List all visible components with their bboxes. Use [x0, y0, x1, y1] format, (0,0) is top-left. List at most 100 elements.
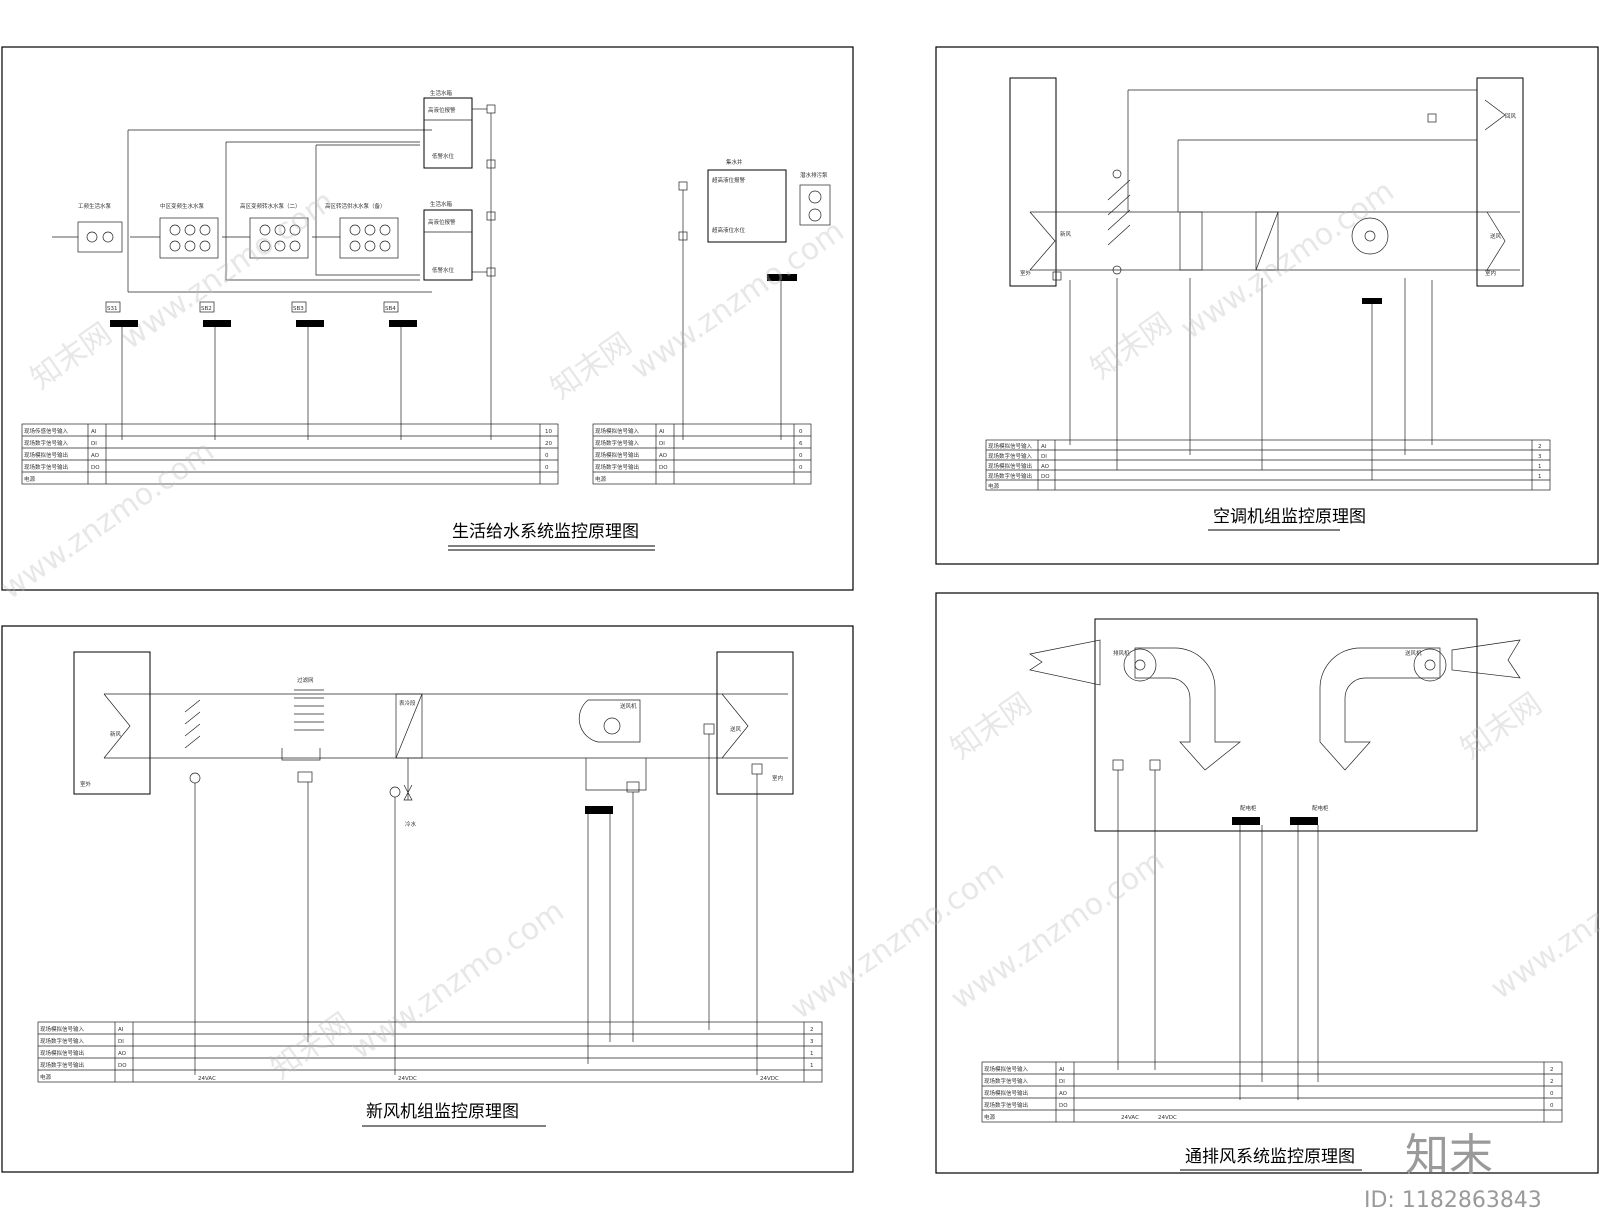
tank-top-item-2: 低警水位	[432, 152, 455, 160]
control-panel-row: S31 SB2 SB3 SB4	[105, 301, 417, 440]
svg-text:送风机: 送风机	[620, 702, 637, 710]
svg-text:室内: 室内	[1485, 269, 1496, 277]
svg-text:0: 0	[1550, 1103, 1554, 1109]
fresh-io-table: 现场模拟信号输入 现场数字信号输入 现场模拟信号输出 现场数字信号输出 电源 A…	[37, 1021, 823, 1083]
svg-text:24VDC: 24VDC	[1158, 1115, 1177, 1121]
brand-logo: 知末	[1405, 1130, 1493, 1181]
water-title: 生活给水系统监控原理图	[452, 522, 639, 542]
tank-bottom-label: 生活水箱	[430, 200, 453, 208]
svg-text:现场数字信号输入: 现场数字信号输入	[40, 1037, 85, 1045]
tank-top-item-1: 高液位报警	[428, 106, 456, 114]
image-id: ID: 1182863843	[1364, 1188, 1542, 1213]
svg-text:2: 2	[1550, 1079, 1554, 1085]
svg-text:知末网: 知末网	[25, 316, 119, 396]
fresh-diagram: 新风 送风 室外 室内 过滤网 表冷段 送风机 冷水	[37, 651, 823, 1127]
svg-text:AO: AO	[1059, 1091, 1068, 1097]
svg-text:www.znzmo.com: www.znzmo.com	[625, 214, 851, 387]
svg-text:0: 0	[545, 465, 549, 471]
tank-top-label: 生活水箱	[430, 89, 453, 97]
ahu-title: 空调机组监控原理图	[1213, 507, 1366, 527]
svg-text:AI: AI	[1041, 444, 1047, 450]
svg-text:10: 10	[545, 429, 552, 435]
svg-text:0: 0	[799, 429, 803, 435]
svg-text:现场数字信号输入: 现场数字信号输入	[988, 452, 1033, 460]
svg-text:现场数字信号输出: 现场数字信号输出	[984, 1101, 1028, 1109]
svg-text:DO: DO	[659, 465, 668, 471]
svg-text:现场模拟信号输入: 现场模拟信号输入	[988, 442, 1033, 450]
svg-text:SB3: SB3	[293, 306, 304, 312]
panel-ahu-frame	[935, 46, 1599, 565]
svg-text:24VAC: 24VAC	[198, 1076, 216, 1082]
svg-text:高区转活供水水泵（备）: 高区转活供水水泵（备）	[325, 202, 386, 210]
svg-text:2: 2	[810, 1027, 814, 1033]
svg-text:www.znzmo.com: www.znzmo.com	[1485, 834, 1600, 1007]
svg-text:AI: AI	[118, 1027, 124, 1033]
svg-text:现场模拟信号输入: 现场模拟信号输入	[40, 1025, 85, 1033]
tank-bottom-item-2: 低警水位	[432, 266, 455, 274]
ahu-diagram: 新风 回风 送风 室外 室内	[985, 77, 1551, 531]
svg-text:3: 3	[810, 1039, 814, 1045]
exhaust-title: 通排风系统监控原理图	[1185, 1147, 1355, 1167]
svg-text:知末网: 知末网	[1455, 686, 1549, 766]
svg-text:www.znzmo.com: www.znzmo.com	[345, 894, 571, 1067]
svg-text:知末网: 知末网	[1085, 306, 1179, 386]
svg-text:知末网: 知末网	[945, 686, 1039, 766]
svg-text:6: 6	[799, 441, 803, 447]
svg-text:超高液位水位: 超高液位水位	[712, 226, 746, 234]
svg-text:现场传感信号输入: 现场传感信号输入	[24, 427, 69, 435]
svg-text:现场模拟信号输出: 现场模拟信号输出	[40, 1049, 84, 1057]
svg-text:表冷段: 表冷段	[399, 699, 416, 707]
svg-text:室外: 室外	[80, 780, 92, 788]
svg-text:AI: AI	[1059, 1067, 1065, 1073]
svg-text:回风: 回风	[1505, 113, 1517, 120]
svg-text:配电柜: 配电柜	[1240, 804, 1257, 812]
svg-text:过滤网: 过滤网	[297, 676, 314, 684]
svg-text:S31: S31	[107, 306, 118, 312]
svg-text:现场数字信号输入: 现场数字信号输入	[24, 439, 69, 447]
svg-text:现场数字信号输出: 现场数字信号输出	[595, 463, 639, 471]
svg-text:AI: AI	[659, 429, 665, 435]
svg-text:AO: AO	[118, 1051, 127, 1057]
pump-group-3: 高区变频转水水泵（二）	[222, 202, 309, 259]
svg-text:室外: 室外	[1020, 269, 1032, 277]
svg-text:冷水: 冷水	[405, 820, 417, 828]
svg-text:现场模拟信号输出: 现场模拟信号输出	[595, 451, 639, 459]
svg-text:现场模拟信号输入: 现场模拟信号输入	[595, 427, 640, 435]
svg-text:1: 1	[1538, 464, 1542, 470]
svg-text:0: 0	[799, 465, 803, 471]
svg-text:0: 0	[799, 453, 803, 459]
svg-text:现场数字信号输入: 现场数字信号输入	[595, 439, 640, 447]
svg-text:24VAC: 24VAC	[1121, 1115, 1139, 1121]
panel-water-frame	[1, 46, 854, 591]
water-io-table-left: 现场传感信号输入 现场数字信号输入 现场模拟信号输出 现场数字信号输出 电源 A…	[21, 423, 559, 485]
ahu-io-table: 现场模拟信号输入 现场数字信号输入 现场模拟信号输出 现场数字信号输出 电源 A…	[985, 439, 1551, 491]
watermark-layer: 知末网 www.znzmo.com www.znzmo.com 知末网 www.…	[0, 174, 1600, 1087]
svg-text:24VDC: 24VDC	[398, 1076, 417, 1082]
svg-text:电源: 电源	[24, 475, 36, 483]
svg-text:电源: 电源	[595, 475, 607, 483]
svg-text:AO: AO	[1041, 464, 1050, 470]
water-diagram: 生活水箱 高液位报警 低警水位 生活水箱 高液位报警 低警水位 工频生活水泵 中…	[21, 89, 831, 551]
svg-text:0: 0	[545, 453, 549, 459]
svg-text:www.znzmo.com: www.znzmo.com	[1175, 174, 1401, 347]
svg-text:现场模拟信号输出: 现场模拟信号输出	[24, 451, 68, 459]
svg-text:DO: DO	[1041, 474, 1050, 480]
svg-text:DO: DO	[118, 1063, 127, 1069]
svg-text:DO: DO	[91, 465, 100, 471]
svg-text:AO: AO	[659, 453, 668, 459]
svg-text:现场模拟信号输出: 现场模拟信号输出	[988, 462, 1032, 470]
svg-text:DI: DI	[118, 1039, 124, 1045]
water-io-table-right: 现场模拟信号输入 现场数字信号输入 现场模拟信号输出 现场数字信号输出 电源 A…	[592, 423, 812, 485]
svg-text:高区变频转水水泵（二）: 高区变频转水水泵（二）	[240, 202, 301, 210]
svg-text:24VDC: 24VDC	[760, 1076, 779, 1082]
svg-text:1: 1	[810, 1063, 814, 1069]
svg-text:现场数字信号输出: 现场数字信号输出	[40, 1061, 84, 1069]
svg-text:集水井: 集水井	[726, 158, 743, 166]
fresh-title: 新风机组监控原理图	[366, 1102, 519, 1122]
svg-text:知末网: 知末网	[265, 1006, 359, 1086]
svg-text:现场模拟信号输入: 现场模拟信号输入	[984, 1065, 1029, 1073]
pump-group-4: 高区转活供水水泵（备）	[312, 202, 399, 259]
svg-text:SB4: SB4	[385, 306, 396, 312]
svg-text:超高液位报警: 超高液位报警	[712, 176, 746, 184]
tank-bottom-item-1: 高液位报警	[428, 218, 456, 226]
